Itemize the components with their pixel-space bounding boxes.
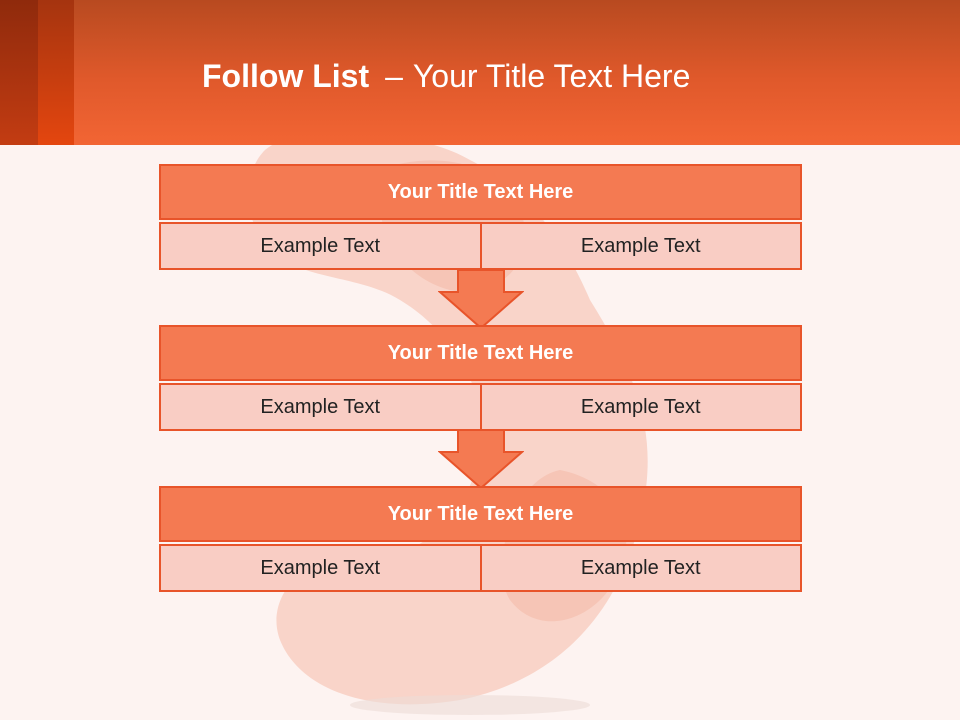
down-arrow-icon (438, 270, 524, 330)
step-cell-right: Example Text (481, 222, 802, 270)
title-rest: Your Title Text Here (412, 58, 691, 94)
header-accent-strip (0, 0, 38, 145)
step-title: Your Title Text Here (159, 486, 802, 542)
header-bar: Follow List–Your Title Text Here (0, 0, 960, 145)
header-accent-strip (38, 0, 74, 145)
page-title: Follow List–Your Title Text Here (202, 54, 690, 98)
title-bold: Follow List (202, 58, 370, 94)
step-row: Example Text Example Text (159, 544, 802, 592)
flow-step-2: Your Title Text Here Example Text Exampl… (159, 325, 802, 431)
step-cell-right: Example Text (481, 383, 802, 431)
step-cell-left: Example Text (159, 383, 482, 431)
flow-step-3: Your Title Text Here Example Text Exampl… (159, 486, 802, 592)
step-title: Your Title Text Here (159, 325, 802, 381)
step-title: Your Title Text Here (159, 164, 802, 220)
step-row: Example Text Example Text (159, 383, 802, 431)
step-cell-left: Example Text (159, 222, 482, 270)
down-arrow-icon (438, 430, 524, 490)
step-cell-right: Example Text (481, 544, 802, 592)
flow-step-1: Your Title Text Here Example Text Exampl… (159, 164, 802, 270)
step-cell-left: Example Text (159, 544, 482, 592)
title-separator: – (385, 58, 403, 94)
step-row: Example Text Example Text (159, 222, 802, 270)
